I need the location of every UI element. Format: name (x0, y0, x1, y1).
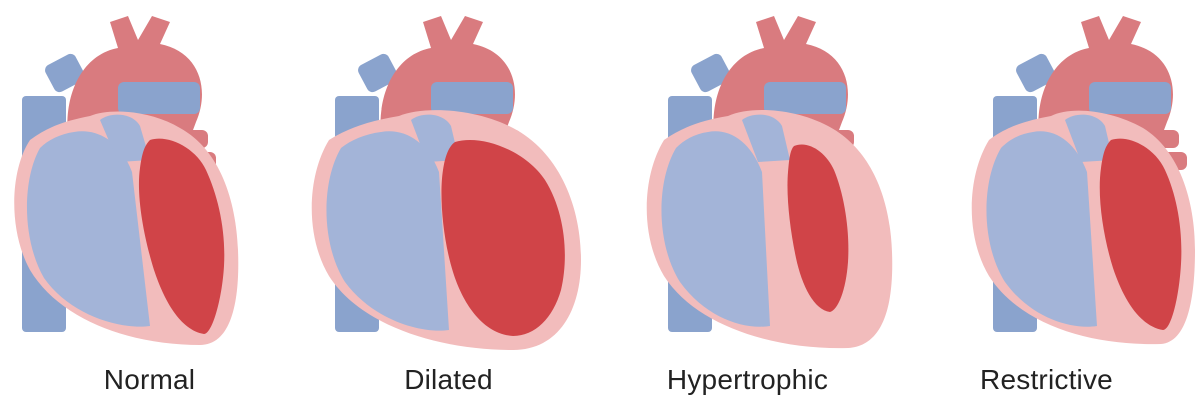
pulmonary-artery (764, 82, 846, 114)
panel-label: Dilated (299, 364, 598, 396)
panel-label: Restrictive (897, 364, 1196, 396)
pulmonary-artery (1089, 82, 1171, 114)
panel-label: Normal (0, 364, 299, 396)
panel-label: Hypertrophic (598, 364, 897, 396)
heart-dilated-illustration (299, 0, 598, 350)
heart-normal-illustration (0, 0, 299, 350)
pulmonary-artery (118, 82, 200, 114)
heart-restrictive-illustration (897, 0, 1196, 350)
heart-panel-dilated: Dilated (299, 0, 598, 400)
heart-panel-restrictive: Restrictive (897, 0, 1196, 400)
heart-panel-hypertrophic: Hypertrophic (598, 0, 897, 400)
heart-panel-normal: Normal (0, 0, 299, 400)
pulmonary-artery (431, 82, 513, 114)
heart-hypertrophic-illustration (598, 0, 897, 350)
